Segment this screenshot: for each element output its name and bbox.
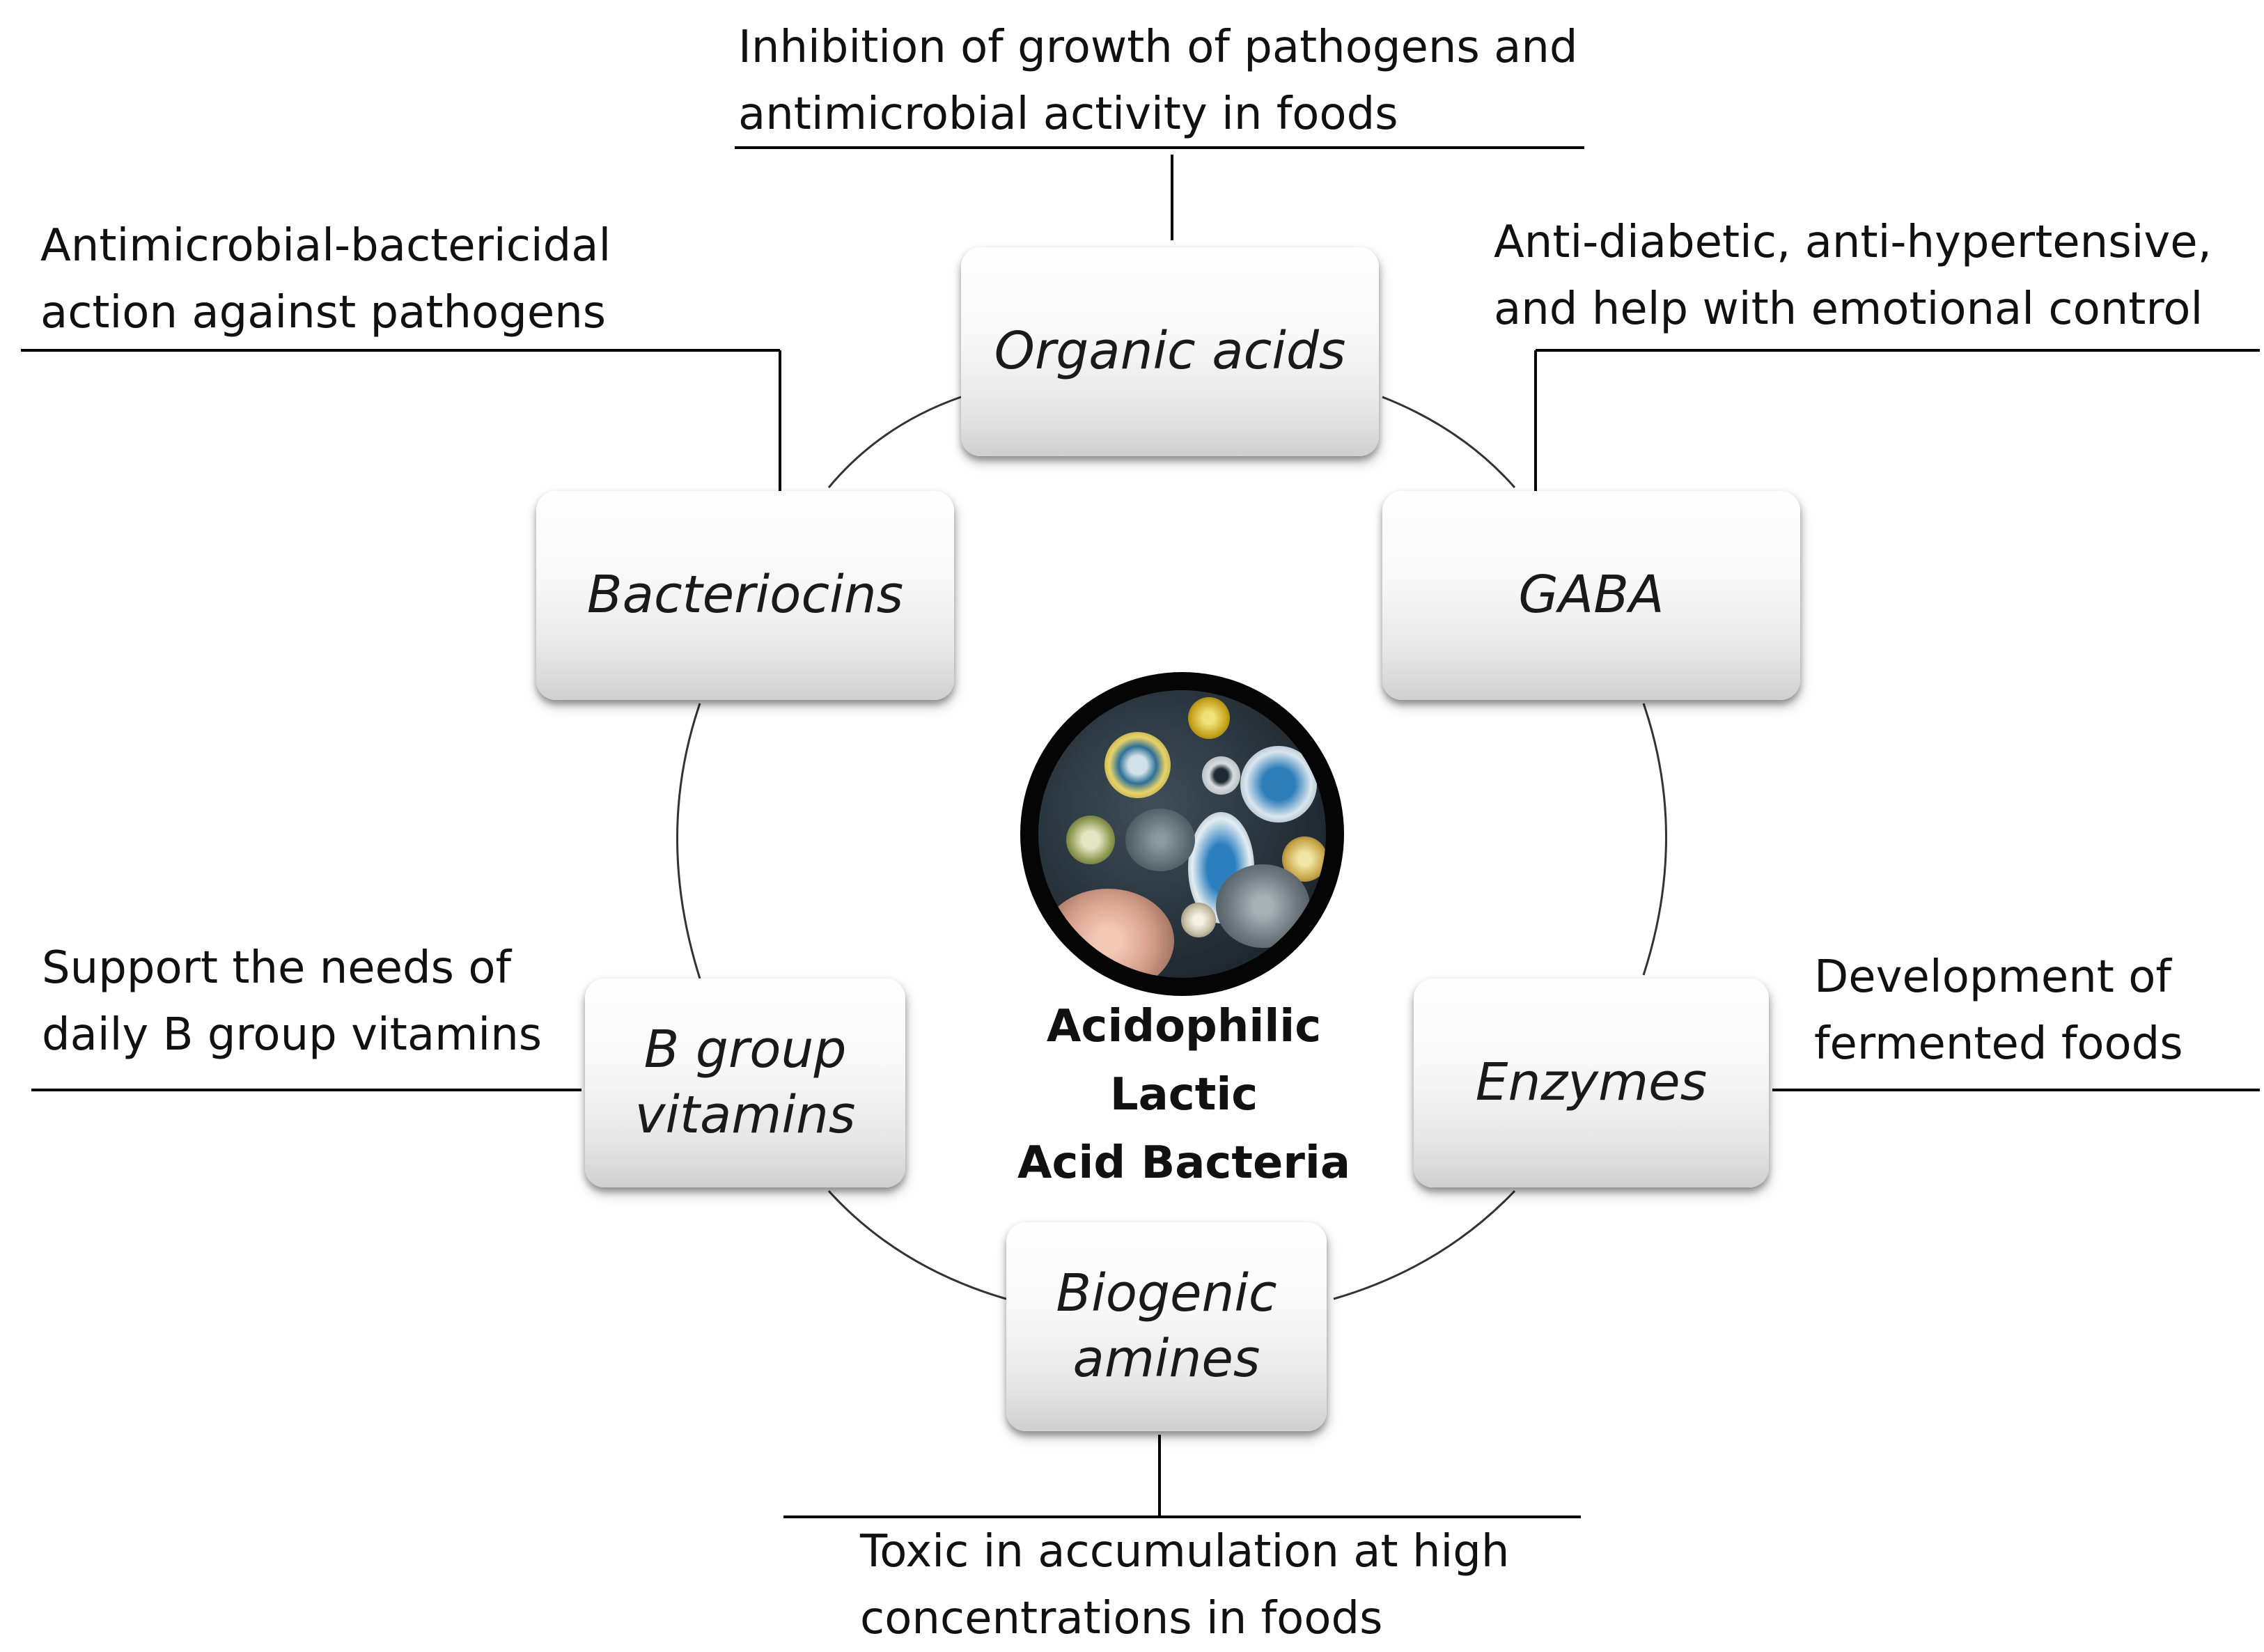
colony-yellow — [1188, 697, 1230, 739]
note-biogenic-amines: Toxic in accumulation at high concentrat… — [860, 1526, 1510, 1644]
node-b-group-vitamins-label: B group vitamins — [634, 1020, 856, 1145]
ring-arc-organic-gaba — [1382, 396, 1516, 488]
note-enzymes: Development of fermented foods — [1814, 951, 2183, 1070]
node-enzymes-label: Enzymes — [1475, 1052, 1708, 1113]
note-bacteriocins: Antimicrobial-bactericidal action agains… — [40, 220, 611, 338]
node-organic-acids: Organic acids — [961, 247, 1379, 456]
ring-arc-enzymes-amines — [1333, 1190, 1516, 1300]
colony-gray-large — [1216, 864, 1310, 948]
colony-blue-large — [1240, 746, 1317, 823]
node-gaba: GABA — [1382, 491, 1800, 700]
ring-arc-bacteriocins-organic — [827, 396, 962, 488]
colony-small-white — [1181, 903, 1216, 937]
note-gaba: Anti-diabetic, anti-hypertensive, and he… — [1494, 217, 2212, 335]
node-b-group-vitamins: B group vitamins — [585, 979, 905, 1187]
petri-dish-agar — [1038, 690, 1326, 978]
node-gaba-label: GABA — [1518, 565, 1664, 625]
ring-arc-amines-vitamins — [827, 1190, 1007, 1300]
petri-dish-image — [1020, 672, 1344, 996]
note-organic-acids: Inhibition of growth of pathogens and an… — [738, 22, 1578, 140]
node-biogenic-amines: Biogenic amines — [1006, 1222, 1327, 1431]
node-organic-acids-label: Organic acids — [994, 321, 1346, 382]
colony-olive — [1066, 816, 1115, 864]
note-b-group-vitamins: Support the needs of daily B group vitam… — [42, 942, 542, 1061]
colony-gray-spot — [1125, 809, 1195, 871]
colony-white — [1202, 756, 1240, 795]
node-bacteriocins: Bacteriocins — [536, 491, 954, 700]
colony-yellow-ring — [1104, 732, 1171, 798]
ring-arc-vitamins-bacteriocins — [676, 703, 701, 979]
node-biogenic-amines-label: Biogenic amines — [1056, 1263, 1277, 1389]
center-label: Acidophilic Lactic Acid Bacteria — [1017, 1001, 1351, 1189]
ring-arc-gaba-enzymes — [1642, 703, 1667, 976]
colony-pink — [1042, 889, 1174, 978]
node-enzymes: Enzymes — [1414, 979, 1769, 1187]
node-bacteriocins-label: Bacteriocins — [586, 565, 904, 625]
